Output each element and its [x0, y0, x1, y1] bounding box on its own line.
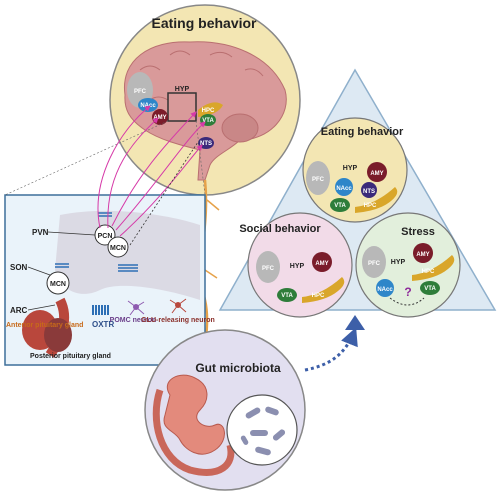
social-hyp-label: HYP [290, 263, 305, 270]
pvn-label: PVN [32, 228, 49, 237]
hyp-label-top: HYP [175, 86, 190, 93]
stress-amy [413, 243, 433, 263]
pomc-neuron-icon [127, 300, 145, 316]
stress-nacc [376, 279, 394, 297]
eating-nts [361, 182, 377, 198]
triangle-pointer [345, 315, 365, 330]
arc-label: ARC [10, 306, 28, 315]
posterior-pituitary-label: Posterior pituitary gland [30, 353, 111, 360]
social-hpc [302, 277, 345, 303]
stress-title: Stress [401, 226, 435, 238]
eating-nacc-label: NAcc [336, 186, 352, 192]
eating-amy [367, 162, 387, 182]
posterior-pituitary-shape [44, 318, 72, 352]
social-pfc-label: PFC [262, 266, 275, 272]
receptor-coil-1 [118, 264, 138, 272]
pcn-label: PCN [98, 233, 113, 240]
pfc-label-top: PFC [134, 89, 147, 95]
brain-title: Eating behavior [151, 15, 257, 31]
eating-title: Eating behavior [321, 126, 404, 138]
stress-amy-label: AMY [416, 252, 429, 258]
amy-label-top: AMY [153, 115, 166, 121]
eating-vta-label: VTA [334, 203, 346, 209]
eating-nts-label: NTS [363, 189, 375, 195]
bacteria-icons [240, 406, 286, 456]
social-amy-label: AMY [315, 261, 328, 267]
gut-brain-arrow [304, 327, 358, 372]
hpc-label-top: HPC [202, 108, 215, 114]
gut-title: Gut microbiota [195, 361, 281, 375]
eating-hpc-label: HPC [364, 203, 377, 209]
social-pfc [256, 251, 280, 283]
glu-neuron-icon [169, 298, 187, 314]
zoom-line-right [195, 120, 206, 196]
oxtr-label: OXTR [92, 320, 114, 329]
eating-nacc [335, 178, 353, 196]
eating-amy-label: AMY [370, 171, 383, 177]
eating-hyp-label: HYP [343, 165, 358, 172]
inset-tissue [55, 210, 200, 300]
son-label: SON [10, 263, 28, 272]
vta-label-top: VTA [202, 118, 214, 124]
brain-folds [139, 50, 264, 101]
mcn-cell [107, 236, 129, 258]
mcn-cell-2 [46, 271, 70, 295]
nacc-region-top [138, 98, 158, 112]
eating-hpc [355, 187, 398, 213]
stress-nacc-label: NAcc [377, 287, 393, 293]
mcn-label: MCN [110, 245, 126, 252]
stress-pfc-label: PFC [368, 261, 381, 267]
stress-question: ? [404, 285, 411, 299]
pvn-line [47, 231, 96, 236]
projection-arrows [97, 105, 206, 237]
stress-vta-label: VTA [424, 286, 436, 292]
intestine-illustration [163, 374, 225, 455]
social-vta-label: VTA [281, 293, 293, 299]
dotted-projection [129, 141, 199, 246]
social-vta [277, 288, 297, 302]
receptor-coil-3 [55, 263, 69, 268]
glu-label: GLU-releasing neuron [141, 317, 215, 324]
stress-pfc [362, 246, 386, 278]
nts-label-top: NTS [200, 141, 212, 147]
eating-pfc [306, 161, 330, 195]
social-hpc-label: HPC [312, 293, 325, 299]
stress-hyp-label: HYP [391, 259, 406, 266]
hypothalamus-box [167, 92, 197, 122]
eating-vta [330, 198, 350, 212]
nacc-label-top: NAcc [140, 103, 156, 109]
zoom-line-left [4, 120, 169, 196]
receptor-coil-2 [98, 212, 112, 217]
mcn-label-2: MCN [50, 281, 66, 288]
intestine-colon [152, 388, 235, 476]
stress-hpc-label: HPC [422, 269, 435, 275]
eating-pfc-label: PFC [312, 177, 325, 183]
oxtr-receptor-icon [92, 305, 109, 315]
son-line [27, 266, 51, 276]
arc-line [27, 304, 56, 311]
social-amy [312, 252, 332, 272]
eating-circle [302, 117, 408, 223]
stress-hpc [412, 255, 455, 281]
stress-vta [420, 281, 440, 295]
hpc-region-top [198, 102, 223, 117]
pomc-label: POMC neuron [110, 317, 157, 324]
social-title: Social behavior [239, 223, 321, 235]
cerebellum [221, 113, 259, 143]
anterior-pituitary-label: Anterior pituitary gland [6, 322, 83, 329]
